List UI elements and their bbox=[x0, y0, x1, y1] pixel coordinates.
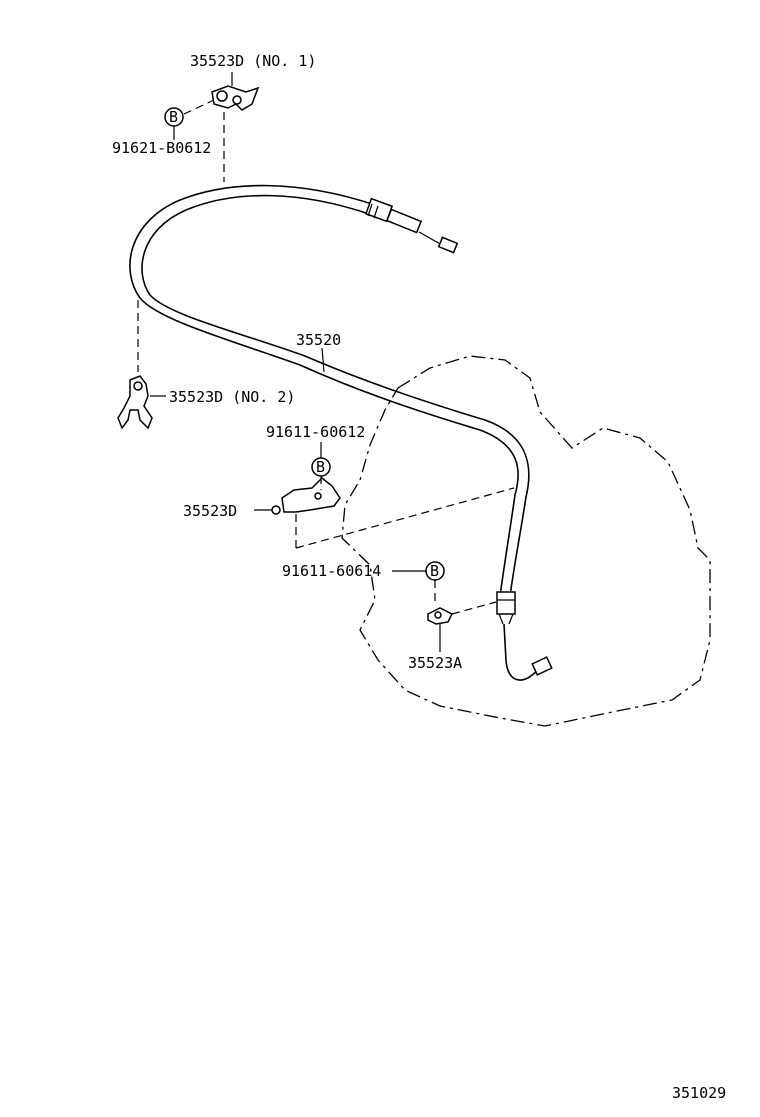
label-clamp-no2: 35523D (NO. 2) bbox=[169, 388, 295, 406]
label-bolt-low: 91611-60614 bbox=[282, 562, 381, 580]
transmission-outline bbox=[341, 355, 711, 727]
label-bolt-mid: 91611-60612 bbox=[266, 423, 365, 441]
diagram-code: 351029 bbox=[672, 1084, 726, 1102]
label-bolt-top: 91621-B0612 bbox=[112, 139, 211, 157]
bracket-no1-part bbox=[211, 85, 260, 111]
cable-leader bbox=[321, 347, 325, 373]
bracket-mid-dash-b bbox=[295, 487, 515, 549]
cable-sheath-inner bbox=[141, 194, 530, 597]
clamp-no2-part bbox=[117, 375, 153, 430]
label-bracket-low: 35523A bbox=[408, 654, 462, 672]
bolt-marker-mid-letter: B bbox=[316, 458, 325, 476]
cable-upper-end bbox=[364, 197, 459, 254]
bolt-top-dash bbox=[183, 99, 215, 115]
bracket-low-part bbox=[427, 607, 454, 625]
bolt-marker-low: B bbox=[425, 561, 445, 581]
bolt-marker-low-letter: B bbox=[430, 562, 439, 580]
label-bracket-no1: 35523D (NO. 1) bbox=[190, 52, 316, 70]
label-cable: 35520 bbox=[296, 331, 341, 349]
label-bracket-mid: 35523D bbox=[183, 502, 237, 520]
bolt-marker-top-letter: B bbox=[169, 108, 178, 126]
bolt-marker-mid: B bbox=[311, 457, 331, 477]
bracket-mid-part bbox=[271, 476, 341, 515]
cable-lower-end bbox=[496, 591, 553, 681]
bolt-marker-top: B bbox=[164, 107, 184, 127]
cable-sheath-outer bbox=[129, 184, 519, 597]
bracket-low-dash bbox=[451, 601, 497, 615]
